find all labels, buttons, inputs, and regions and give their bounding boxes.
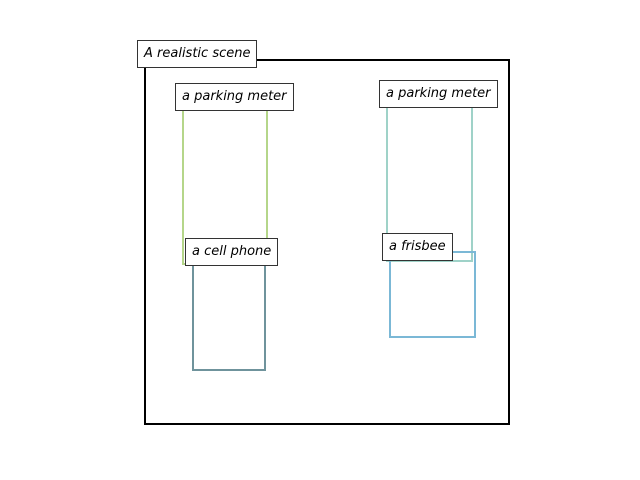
frisbee-label: a frisbee xyxy=(382,233,453,261)
parking-meter-label-right: a parking meter xyxy=(379,80,498,108)
cell-phone-label: a cell phone xyxy=(185,238,279,266)
cell-phone-box xyxy=(192,252,266,371)
parking-meter-label-left: a parking meter xyxy=(175,83,294,111)
frisbee-box xyxy=(389,251,476,338)
scene-title-label: A realistic scene xyxy=(137,40,258,68)
scene-frame xyxy=(144,59,510,425)
